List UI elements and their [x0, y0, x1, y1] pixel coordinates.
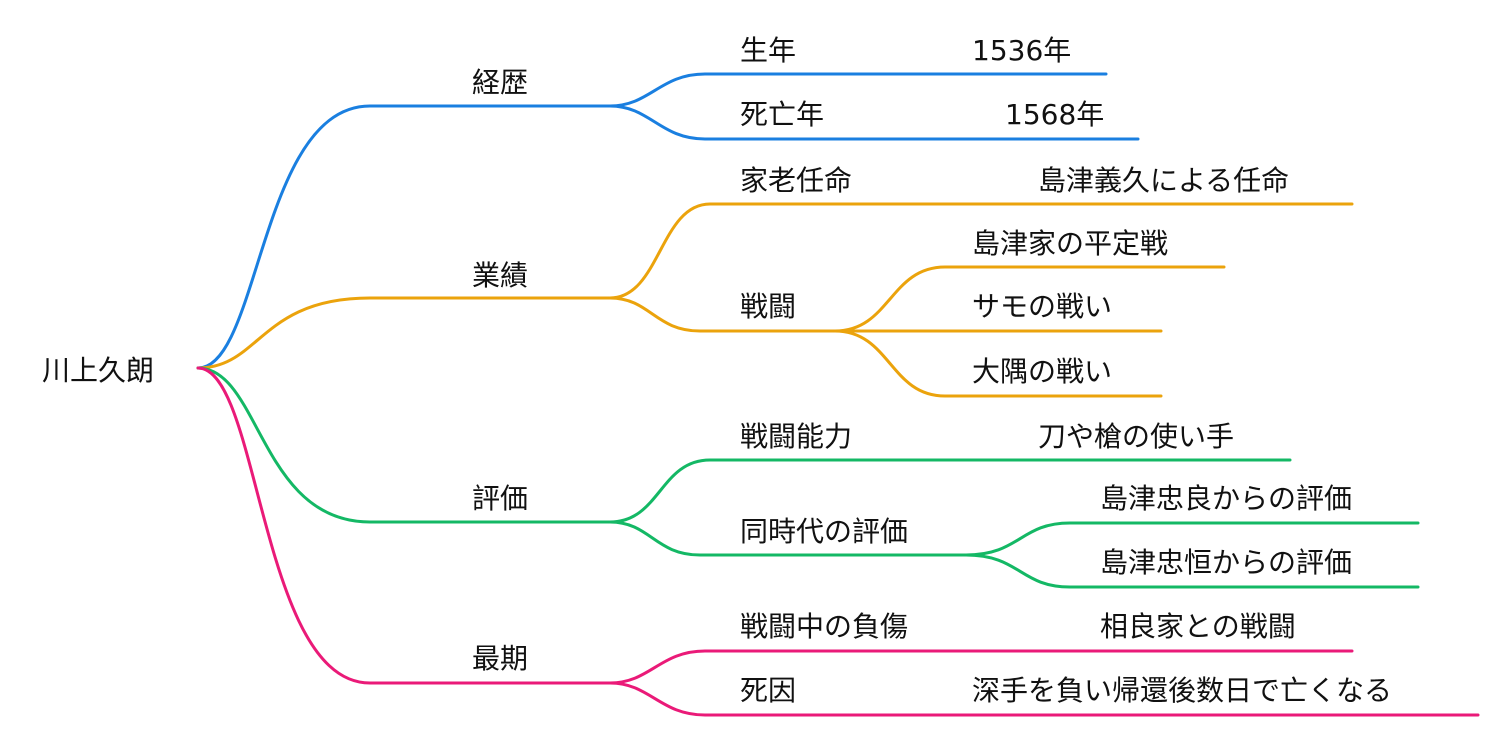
root-node: 川上久朗: [42, 354, 154, 387]
leaf-大隅の戦い: 大隅の戦い: [972, 355, 1112, 388]
connector-最期-死因: [608, 681, 1480, 717]
labels: 川上久朗 経歴 生年 1536年 死亡年 1568年 業績 家老任命 島津義久に…: [42, 34, 1392, 707]
connector-評価-同時代の評価: [608, 520, 968, 557]
value-戦闘能力: 刀や槍の使い手: [1038, 420, 1234, 453]
connector-経歴-死亡年: [608, 104, 1140, 141]
connector-業績-戦闘: [608, 296, 837, 333]
connector-root-最期: [196, 366, 612, 685]
node-生年: 生年: [740, 34, 796, 67]
branch-経歴: 経歴: [472, 66, 528, 99]
leaf-島津忠良からの評価: 島津忠良からの評価: [1100, 482, 1352, 515]
branch-業績: 業績: [472, 259, 528, 292]
connector-最期-戦闘中の負傷: [608, 649, 1354, 685]
node-戦闘: 戦闘: [740, 290, 796, 323]
connector-評価-戦闘能力: [608, 458, 1292, 524]
connector-戦闘-大隅の戦い: [833, 329, 1163, 398]
value-死因: 深手を負い帰還後数日で亡くなる: [972, 674, 1392, 707]
connector-戦闘-島津家の平定戦: [833, 265, 1226, 333]
connector-root-業績: [196, 296, 612, 370]
connector-業績-家老任命: [608, 202, 1354, 300]
leaf-島津忠恒からの評価: 島津忠恒からの評価: [1100, 546, 1352, 579]
leaf-サモの戦い: サモの戦い: [972, 290, 1112, 323]
connector-root-評価: [196, 366, 612, 524]
connector-同時代-忠恒: [964, 553, 1420, 589]
leaf-島津家の平定戦: 島津家の平定戦: [972, 227, 1168, 260]
node-死因: 死因: [740, 674, 796, 707]
branch-最期: 最期: [472, 642, 528, 675]
connectors: [196, 72, 1480, 717]
connector-root-経歴: [196, 104, 612, 370]
value-死亡年: 1568年: [1005, 98, 1104, 131]
node-同時代の評価: 同時代の評価: [740, 515, 908, 548]
connector-経歴-生年: [608, 72, 1108, 108]
branch-評価: 評価: [472, 482, 528, 515]
value-戦闘中の負傷: 相良家との戦闘: [1100, 610, 1296, 643]
node-戦闘能力: 戦闘能力: [740, 420, 852, 453]
value-生年: 1536年: [972, 34, 1071, 67]
node-戦闘中の負傷: 戦闘中の負傷: [740, 610, 908, 643]
node-家老任命: 家老任命: [740, 164, 852, 197]
node-死亡年: 死亡年: [740, 98, 824, 131]
value-家老任命: 島津義久による任命: [1038, 164, 1289, 197]
connector-同時代-忠良: [964, 521, 1420, 557]
